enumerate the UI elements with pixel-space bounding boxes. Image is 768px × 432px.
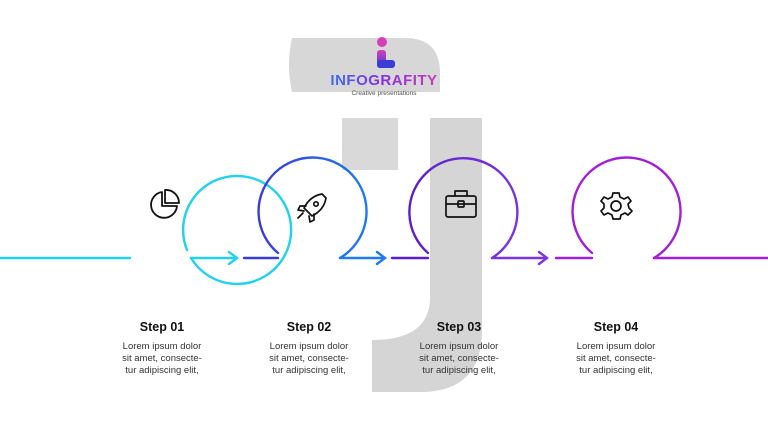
pie-chart-icon <box>150 189 180 219</box>
step-02-description: Lorem ipsum dolor sit amet, consecte- tu… <box>269 341 349 376</box>
logo-tagline: Creative presentations <box>351 90 417 97</box>
watermark-letter <box>289 38 482 392</box>
gear-icon <box>600 192 633 220</box>
logo-wordmark: INFOGRAFITY <box>320 72 448 89</box>
step-03-graphic <box>390 157 549 266</box>
step-03-description: Lorem ipsum dolor sit amet, consecte- tu… <box>419 341 499 376</box>
step-01-graphic <box>0 174 293 286</box>
step-02-graphic <box>242 156 387 266</box>
step-04-description: Lorem ipsum dolor sit amet, consecte- tu… <box>576 341 656 376</box>
step-03-title: Step 03 <box>436 320 482 334</box>
step-01-title: Step 01 <box>139 320 185 334</box>
briefcase-icon <box>445 190 477 218</box>
step-02-title: Step 02 <box>286 320 332 334</box>
rocket-icon <box>297 193 327 223</box>
logo-icon <box>377 37 395 68</box>
step-04-title: Step 04 <box>593 320 639 334</box>
step-01-description: Lorem ipsum dolor sit amet, consecte- tu… <box>122 341 202 376</box>
step-04-graphic <box>554 156 768 260</box>
